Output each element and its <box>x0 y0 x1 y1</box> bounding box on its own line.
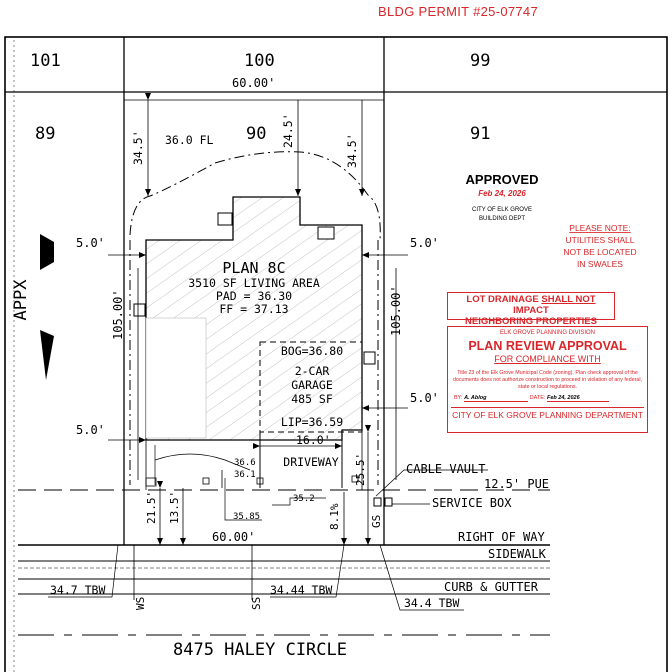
plan-pad: PAD = 36.30 <box>216 289 292 303</box>
dim-setback-left-bot: 5.0' <box>76 423 105 437</box>
dim-right-depth: 105.00' <box>389 285 403 336</box>
review-subtitle: FOR COMPLIANCE WITH <box>494 354 601 364</box>
lot-89: 89 <box>35 124 55 144</box>
drainage-shall-not: SHALL NOT <box>541 294 596 305</box>
plan-name: PLAN 8C <box>222 259 285 277</box>
dim-front-21: 21.5' <box>145 491 158 524</box>
label-gs: GS <box>370 515 383 528</box>
street-name: 8475 HALEY CIRCLE <box>173 640 347 660</box>
plan-review-stamp: ELK GROVE PLANNING DIVISION PLAN REVIEW … <box>447 326 648 433</box>
permit-number: BLDG PERMIT #25-07747 <box>378 4 538 19</box>
review-by: A. Ablog <box>464 395 487 401</box>
approved-title: APPROVED <box>466 172 539 187</box>
dim-bottom-width: 60.00' <box>212 530 255 544</box>
approved-date: Feb 24, 2026 <box>478 189 526 198</box>
dim-front-25: 25.5' <box>354 453 367 486</box>
label-service-box: SERVICE BOX <box>432 496 512 510</box>
lot-100: 100 <box>244 51 275 71</box>
elev-35-85: 35.85 <box>233 512 260 522</box>
label-cable-vault: CABLE VAULT <box>406 462 485 476</box>
lot-99: 99 <box>470 51 490 71</box>
dim-mid-24: 24.5' <box>281 113 295 148</box>
dim-front-13: 13.5' <box>168 491 181 524</box>
dim-left-34: 34.5' <box>131 130 145 165</box>
lot-91: 91 <box>470 124 490 144</box>
north-arrow-icon: APPX <box>11 234 54 380</box>
note-line-1: PLEASE NOTE: <box>569 223 630 233</box>
note-line-4: IN SWALES <box>577 259 623 269</box>
driveway-label: DRIVEWAY <box>283 455 338 469</box>
review-signature-row: BY: A. Ablog DATE: Feb 24, 2026 <box>454 395 647 405</box>
review-date-label: DATE: <box>529 395 546 401</box>
plan-ff: FF = 37.13 <box>219 302 288 316</box>
dim-slope: 8.1% <box>328 503 341 530</box>
review-date: Feb 24, 2026 <box>546 395 580 401</box>
review-footer: CITY OF ELK GROVE PLANNING DEPARTMENT <box>451 407 644 420</box>
elev-36-1: 36.1 <box>234 470 256 480</box>
dim-garage-width: 16.0' <box>296 433 331 447</box>
approved-city-1: CITY OF ELK GROVE <box>472 207 532 213</box>
drainage-notice: LOT DRAINAGE SHALL NOT IMPACT NEIGHBORIN… <box>447 292 615 327</box>
drainage-pre: LOT DRAINAGE <box>466 294 542 305</box>
dim-setback-right-bot: 5.0' <box>410 391 439 405</box>
dim-right-34: 34.5' <box>345 133 359 168</box>
label-tbw-2: 34.44 TBW <box>270 583 332 597</box>
elev-35-2: 35.2 <box>293 494 315 504</box>
lot-101: 101 <box>30 51 61 71</box>
label-ss: SS <box>250 597 263 610</box>
dim-left-depth: 105.00' <box>111 289 125 340</box>
garage-label-1: 2-CAR <box>295 364 330 378</box>
garage-label-2: GARAGE <box>291 378 333 392</box>
review-body: Title 23 of the Elk Grove Municipal Code… <box>452 370 643 390</box>
label-ws: WS <box>134 597 147 610</box>
drainage-post: IMPACT <box>513 305 549 316</box>
note-line-2: UTILITIES SHALL <box>566 235 635 245</box>
dim-fl: 36.0 FL <box>165 133 214 147</box>
label-sidewalk: SIDEWALK <box>488 547 547 561</box>
label-curb-gutter: CURB & GUTTER <box>444 580 539 594</box>
lot-90: 90 <box>246 124 266 144</box>
label-pue: 12.5' PUE <box>484 477 549 491</box>
dim-setback-right-top: 5.0' <box>410 236 439 250</box>
garage-bog: BOG=36.80 <box>281 344 343 358</box>
svg-text:APPX: APPX <box>11 279 31 321</box>
review-title: PLAN REVIEW APPROVAL <box>468 339 627 353</box>
label-tbw-3: 34.4 TBW <box>404 596 459 610</box>
garage-lip: LIP=36.59 <box>281 415 343 429</box>
label-tbw-1: 34.7 TBW <box>50 583 105 597</box>
dim-setback-left-top: 5.0' <box>76 236 105 250</box>
review-division: ELK GROVE PLANNING DIVISION <box>499 330 596 336</box>
plan-area: 3510 SF LIVING AREA <box>188 276 320 290</box>
review-by-label: BY: <box>454 395 463 401</box>
note-line-3: NOT BE LOCATED <box>563 247 636 257</box>
garage-label-3: 485 SF <box>291 392 333 406</box>
drainage-line-2: NEIGHBORING PROPERTIES <box>465 316 597 327</box>
approved-city-2: BUILDING DEPT <box>479 216 525 222</box>
elev-36-6: 36.6 <box>234 458 256 468</box>
label-right-of-way: RIGHT OF WAY <box>458 530 545 544</box>
dim-top-width: 60.00' <box>232 76 275 90</box>
